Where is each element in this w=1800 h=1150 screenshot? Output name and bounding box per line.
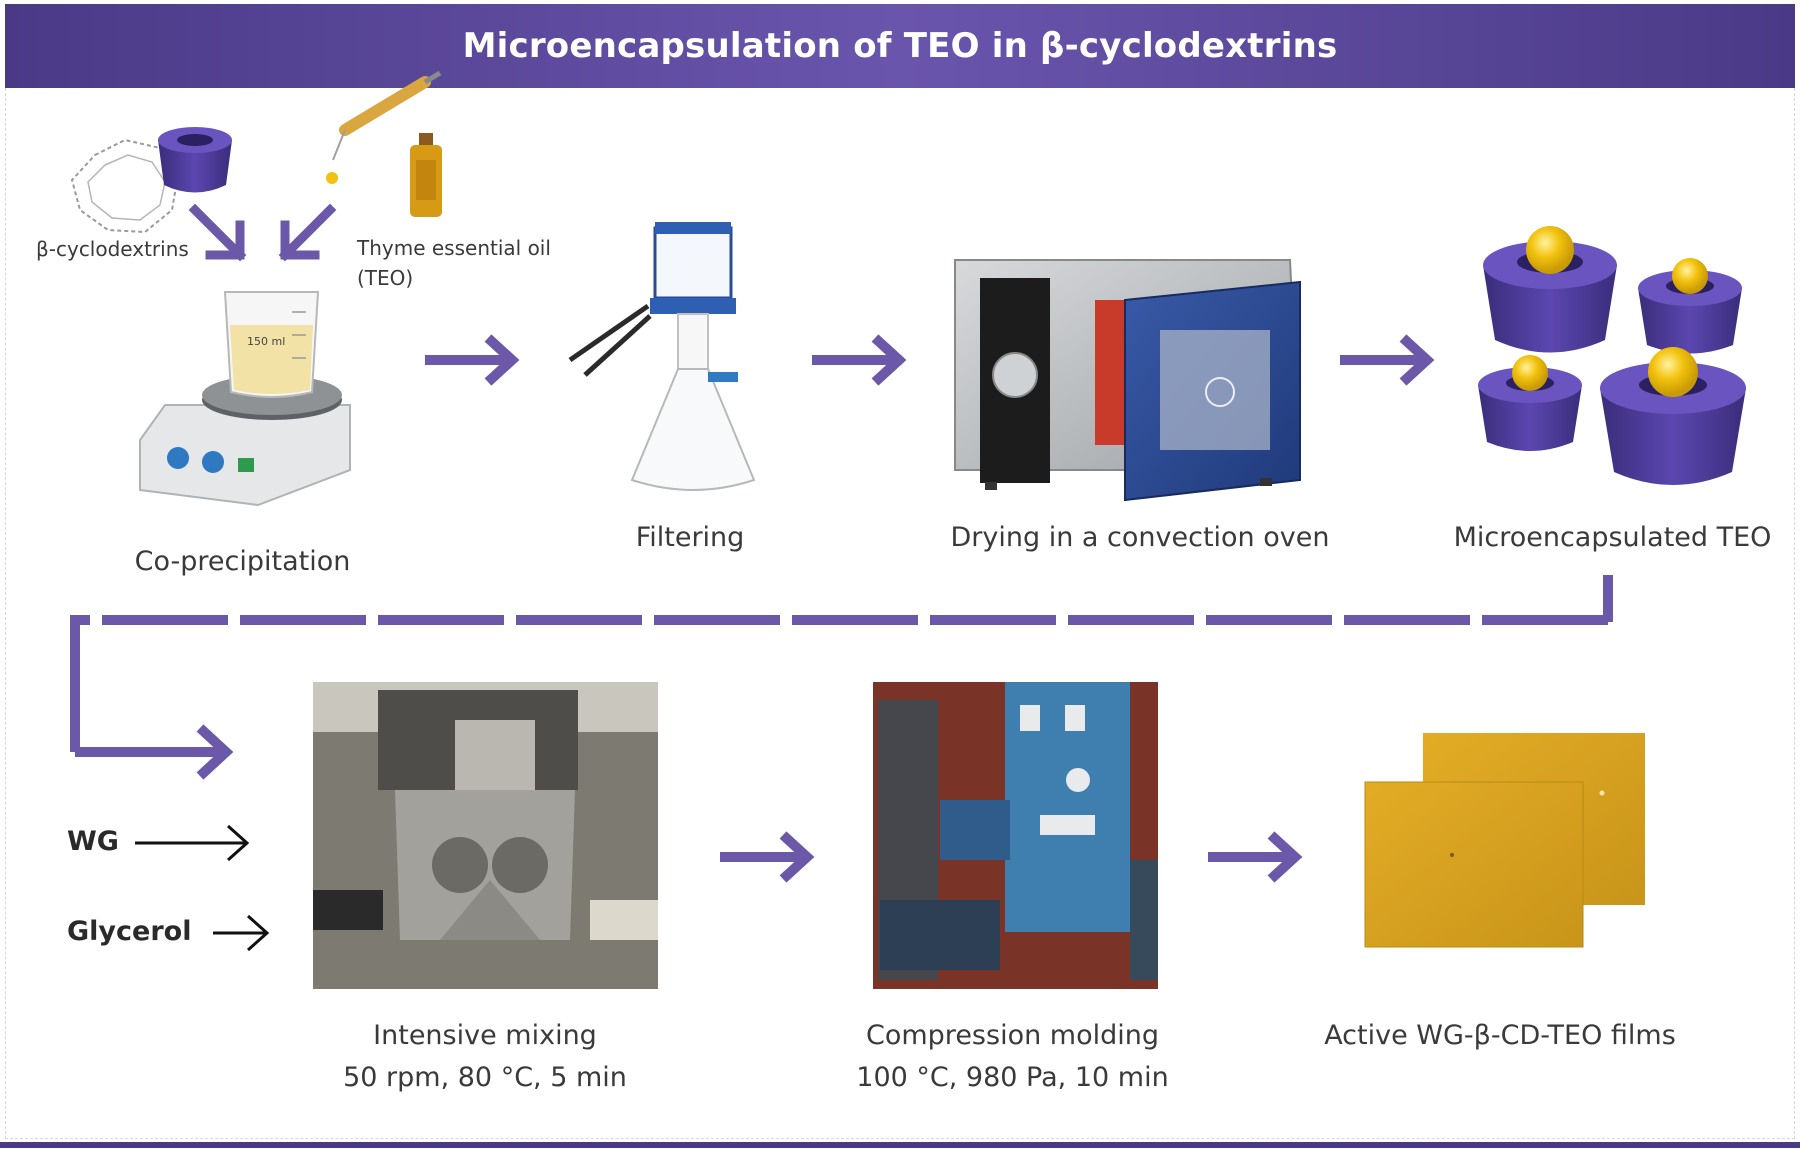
- input-label-glycerol: Glycerol: [67, 916, 192, 947]
- microcapsule-small-bottom-icon: [1478, 355, 1582, 451]
- step-label-filtering: Filtering: [635, 522, 745, 553]
- dashed-connector: [70, 575, 1613, 780]
- bottom-rule: [0, 1142, 1800, 1148]
- step-label-co-precipitation: Co-precipitation: [134, 546, 351, 577]
- arrow-to-drying: [812, 334, 907, 386]
- compression-press-photo: [873, 682, 1158, 989]
- arrow-glycerol: [213, 914, 270, 952]
- mixer-photo: [313, 682, 658, 989]
- teo-label: Thyme essential oil: [357, 236, 551, 260]
- arrow-to-compression: [720, 831, 815, 883]
- convection-oven-icon: [954, 259, 1302, 502]
- step-label-films: Active WG-β-CD-TEO films: [1324, 1020, 1676, 1051]
- microcapsule-small-top-icon: [1638, 258, 1742, 354]
- arrow-oil-to-beaker: [278, 203, 337, 262]
- oil-bottle-icon: [410, 133, 442, 217]
- microcapsule-large-bottom-icon: [1600, 347, 1746, 485]
- step-label-drying: Drying in a convection oven: [950, 522, 1330, 553]
- title-banner: Microencapsulation of TEO in β-cyclodext…: [5, 4, 1795, 88]
- arrow-to-filtering: [425, 334, 520, 386]
- syringe-icon: [326, 70, 442, 184]
- filter-flask-icon: [568, 222, 756, 491]
- step-label-mixing: Intensive mixing: [373, 1020, 597, 1051]
- film-samples-icon: [1364, 733, 1645, 948]
- beaker-marking: 150 ml: [247, 335, 285, 348]
- cyclodextrin-cone-icon: [158, 127, 232, 193]
- beaker-icon: 150 ml: [223, 291, 320, 398]
- arrow-wg: [135, 824, 250, 862]
- step-params-mixing: 50 rpm, 80 °C, 5 min: [343, 1062, 627, 1093]
- teo-abbr-label: (TEO): [357, 266, 414, 290]
- title: Microencapsulation of TEO in β-cyclodext…: [462, 26, 1338, 66]
- arrow-to-microencapsulated: [1340, 334, 1435, 386]
- input-label-wg: WG: [67, 826, 119, 857]
- step-label-microencapsulated: Microencapsulated TEO: [1453, 522, 1772, 553]
- step-label-compression: Compression molding: [866, 1020, 1159, 1051]
- microcapsule-large-top-icon: [1483, 226, 1617, 353]
- step-params-compression: 100 °C, 980 Pa, 10 min: [856, 1062, 1169, 1093]
- arrow-cd-to-beaker: [188, 203, 247, 262]
- arrow-to-films: [1208, 831, 1303, 883]
- cyclodextrin-label: β-cyclodextrins: [36, 237, 189, 261]
- cyclodextrin-structure-icon: [70, 138, 180, 234]
- microcapsule-icons: [1478, 226, 1746, 485]
- diagram-frame: [5, 88, 1795, 1139]
